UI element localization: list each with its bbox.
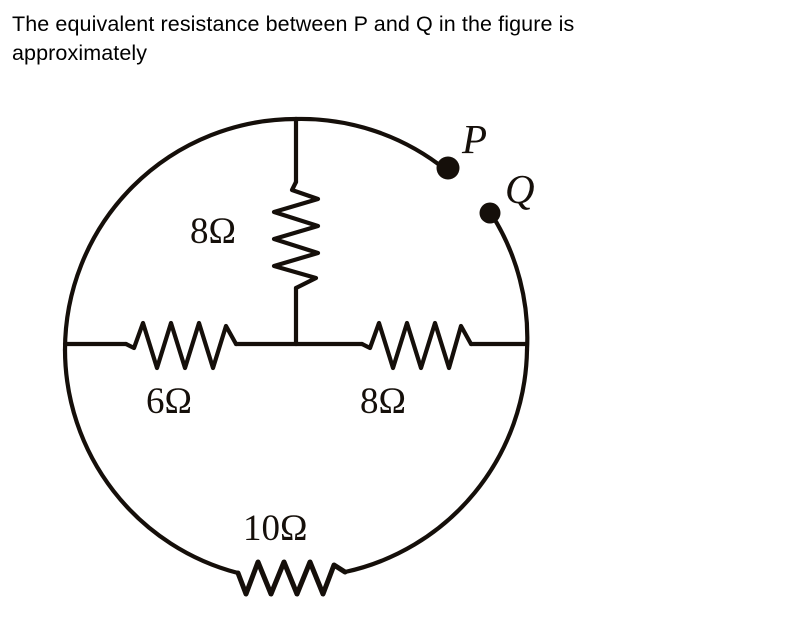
resistor-label-8ohm-top: 8Ω (190, 211, 236, 252)
question-line-2: approximately (12, 41, 148, 65)
circuit-diagram: P Q 8Ω 6Ω 8Ω 10Ω (62, 116, 535, 597)
arc-top-left (62, 116, 299, 353)
resistor-label-6ohm: 6Ω (146, 381, 192, 422)
arc-bottom-right (342, 347, 530, 575)
arc-right (489, 212, 530, 353)
arc-top-right (293, 116, 449, 173)
vertical-branch (271, 116, 321, 347)
question-line-1: The equivalent resistance between P and … (12, 12, 575, 36)
resistor-label-8ohm-right: 8Ω (360, 381, 406, 422)
terminal-dot-q (479, 202, 501, 224)
resistor-6ohm-zigzag (123, 320, 239, 371)
resistor-8ohm-right-zigzag (359, 320, 474, 371)
terminal-label-p: P (461, 116, 487, 162)
terminal-dot-p (436, 156, 460, 180)
arc-bottom-left (62, 347, 241, 576)
circuit-figure-container: P Q 8Ω 6Ω 8Ω 10Ω (0, 78, 800, 628)
ring-outline (62, 116, 530, 576)
resistor-8ohm-top-zigzag (271, 179, 321, 291)
resistor-10ohm-zigzag (235, 559, 348, 597)
horizontal-branch (62, 320, 530, 371)
question-text: The equivalent resistance between P and … (12, 10, 732, 68)
resistor-label-10ohm: 10Ω (243, 508, 308, 549)
terminal-label-q: Q (505, 166, 535, 212)
